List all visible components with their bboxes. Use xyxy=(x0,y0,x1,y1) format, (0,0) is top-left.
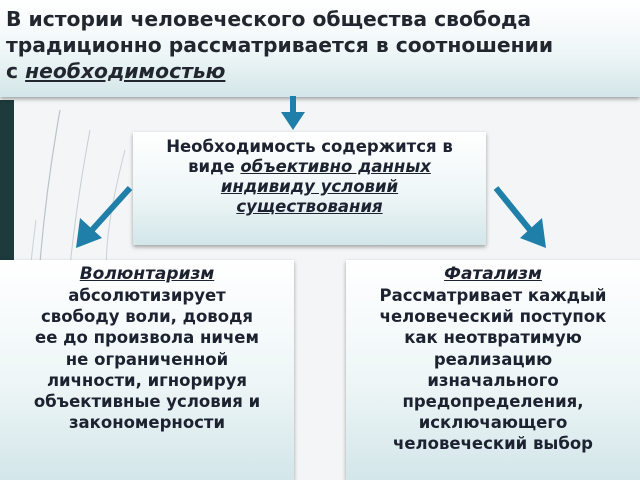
arrow-down-left-icon xyxy=(76,185,133,248)
title-emphasis: необходимостью xyxy=(25,59,226,83)
voluntarism-line: личности, игнорируя xyxy=(46,370,248,390)
voluntarism-box: Волюнтаризм абсолютизирует свободу воли,… xyxy=(0,260,294,480)
fatalism-line: Рассматривает каждый xyxy=(379,286,607,305)
necessity-line-3: индивиду условий xyxy=(220,177,399,196)
necessity-emphasis-1: объективно данных xyxy=(240,157,431,176)
fatalism-box: Фатализм Рассматривает каждый человеческ… xyxy=(346,260,640,480)
fatalism-line: исключающего xyxy=(418,413,568,433)
title-line-2: традиционно рассматривается в соотношени… xyxy=(6,33,554,57)
fatalism-line: как неотвратимую xyxy=(404,328,582,348)
voluntarism-line: абсолютизирует xyxy=(68,286,226,305)
necessity-line-1: Необходимость содержится в xyxy=(166,137,453,156)
necessity-line-2: виде объективно данных xyxy=(137,157,482,177)
necessity-box: Необходимость содержится в виде объектив… xyxy=(133,132,486,245)
title-line-1: В истории человеческого общества свобода xyxy=(6,7,532,31)
voluntarism-line: не ограниченной xyxy=(65,349,229,369)
voluntarism-line: свободу воли, доводя xyxy=(40,307,254,327)
necessity-prefix: виде xyxy=(188,157,241,176)
voluntarism-heading: Волюнтаризм xyxy=(79,264,215,284)
voluntarism-line: закономерности xyxy=(68,413,226,433)
fatalism-line: человеческий поступок xyxy=(379,307,607,327)
title-line-3: с необходимостью xyxy=(6,58,640,84)
fatalism-line: предопределения, xyxy=(402,392,584,412)
fatalism-line: человеческий выбор xyxy=(393,434,593,454)
arrow-down-right-icon xyxy=(493,186,546,248)
fatalism-line: изначального xyxy=(427,370,559,390)
voluntarism-line: объективные условия и xyxy=(33,392,261,412)
fatalism-line: реализацию xyxy=(433,349,553,369)
title-prefix: с xyxy=(6,59,26,83)
title-box: В истории человеческого общества свобода… xyxy=(0,0,640,97)
arrow-down-icon xyxy=(281,96,305,130)
necessity-line-4: существования xyxy=(236,197,383,216)
fatalism-heading: Фатализм xyxy=(444,264,542,284)
voluntarism-line: ее до произвола ничем xyxy=(35,328,259,348)
